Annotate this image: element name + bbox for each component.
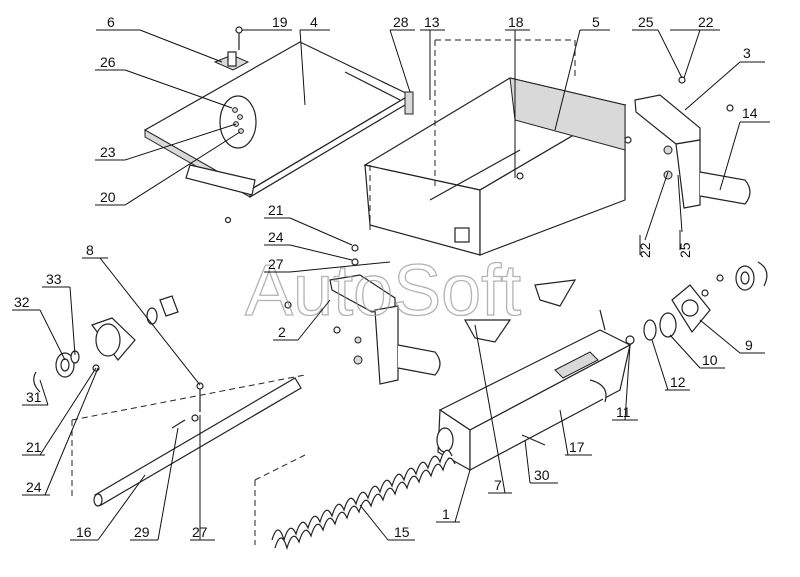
right-bearing-assembly [625,261,768,345]
callout-31: 31 [26,389,42,405]
callout-19: 19 [272,14,288,30]
callout-30: 30 [534,467,550,483]
callout-26: 26 [100,54,116,70]
callout-8: 8 [86,242,94,258]
callout-17: 17 [569,439,585,455]
callout-33: 33 [46,271,62,287]
callout-14: 14 [742,105,758,121]
callout-27-low: 27 [192,524,208,540]
callout-5: 5 [592,14,600,30]
callout-24-mid: 24 [268,229,284,245]
callout-15: 15 [394,524,410,540]
callout-10: 10 [702,352,718,368]
callout-28: 28 [393,14,409,30]
callout-9: 9 [745,337,753,353]
callout-7: 7 [494,477,502,493]
callout-4: 4 [310,14,318,30]
callout-25-top: 25 [638,14,654,30]
left-bracket-part [284,244,441,385]
alignment-lines [71,39,576,545]
callout-29: 29 [134,524,150,540]
callout-23: 23 [100,144,116,160]
callout-24-low: 24 [26,479,42,495]
leader-lines [12,29,770,541]
hopper-box-part [363,77,632,256]
callout-13: 13 [424,14,440,30]
watermark-text: AutoSoft [245,251,521,331]
callout-11: 11 [616,404,631,420]
callout-27-mid: 27 [268,256,284,272]
callout-21-low: 21 [26,439,42,455]
callout-22-side: 22 [637,242,653,258]
callout-6: 6 [107,14,115,30]
callout-21-mid: 21 [268,202,284,218]
left-bearing-assembly [33,295,179,393]
auger-spring-part [271,449,456,551]
callout-12: 12 [670,374,686,390]
callout-2: 2 [278,324,286,340]
callout-1: 1 [442,506,450,522]
callout-32: 32 [14,294,30,310]
callout-25-side: 25 [677,242,693,258]
support-bracket-part [634,76,751,209]
shaft-part [93,377,302,507]
trough-housing-part [436,279,632,472]
callout-20: 20 [100,189,116,205]
callout-labels: 6 19 4 28 13 18 5 25 22 3 26 14 23 20 21… [14,14,758,540]
callout-18: 18 [508,14,524,30]
callout-16: 16 [76,524,92,540]
callout-3: 3 [743,45,751,61]
callout-22-top: 22 [698,14,714,30]
cover-plate-part [143,26,414,224]
